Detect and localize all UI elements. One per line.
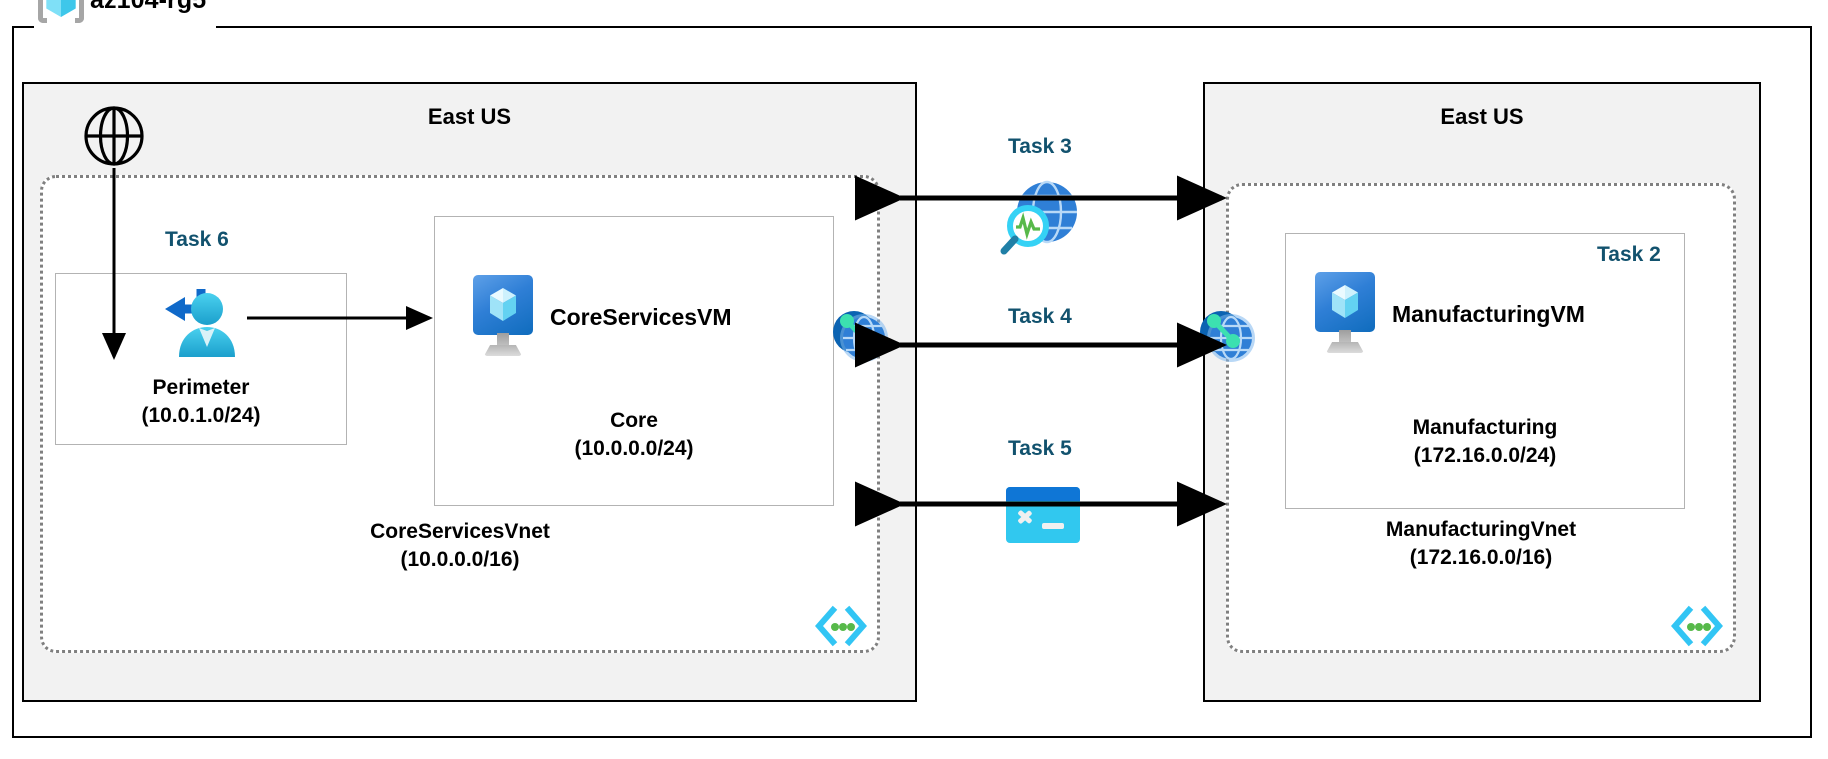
virtual-machine-icon [470,275,536,359]
vnet-peering-icon-left [830,305,894,367]
subnet-perimeter-name: Perimeter [152,376,250,399]
vm-manufacturing-name: ManufacturingVM [1392,300,1585,327]
vnet-coreservices-cidr: (10.0.0.0/16) [400,547,520,571]
subnet-perimeter-label: Perimeter (10.0.1.0/24) [56,374,346,429]
vnet-manufacturing-label: ManufacturingVnet (172.16.0.0/16) [1229,516,1733,571]
vnet-brackets-icon [813,604,869,648]
vm-coreservices: CoreServicesVM [470,275,732,359]
task-label-task3: Task 3 [1008,135,1072,158]
subnet-core: Core (10.0.0.0/24) [434,216,834,506]
vnet-manufacturing-cidr: (172.16.0.0/16) [1409,545,1553,569]
vm-manufacturing: ManufacturingVM [1312,272,1585,356]
resource-group-header: az104-rg5 [34,0,217,28]
network-watcher-icon [995,172,1087,264]
internet-globe-icon [83,105,145,167]
vnet-peering-icon-right [1197,305,1261,367]
task-label-task5: Task 5 [1008,437,1072,460]
subnet-manufacturing-label: Manufacturing (172.16.0.0/24) [1286,414,1684,469]
task-label-task6: Task 6 [165,228,229,251]
vnet-manufacturing-name: ManufacturingVnet [1385,518,1577,541]
subnet-perimeter-cidr: (10.0.1.0/24) [141,403,261,427]
vnet-coreservices-label: CoreServicesVnet (10.0.0.0/16) [43,518,877,573]
vnet-brackets-icon [1669,604,1725,648]
vnet-coreservices-name: CoreServicesVnet [370,520,550,543]
subnet-manufacturing-name: Manufacturing [1412,416,1558,439]
subnet-core-label: Core (10.0.0.0/24) [435,407,833,462]
resource-group-cube-icon [38,0,84,25]
cloud-shell-icon [1006,487,1080,543]
virtual-machine-icon [1312,272,1378,356]
subnet-core-name: Core [610,409,658,432]
resource-group-name: az104-rg5 [90,0,206,15]
task-label-task4: Task 4 [1008,305,1072,328]
resource-group-frame [12,26,1812,738]
user-signin-icon [155,283,235,357]
subnet-manufacturing-cidr: (172.16.0.0/24) [1413,443,1557,467]
region-right-title: East US [1440,104,1524,129]
task-label-task2: Task 2 [1597,243,1661,266]
vm-coreservices-name: CoreServicesVM [550,303,732,330]
subnet-core-cidr: (10.0.0.0/24) [574,436,694,460]
region-left-title: East US [427,104,512,129]
